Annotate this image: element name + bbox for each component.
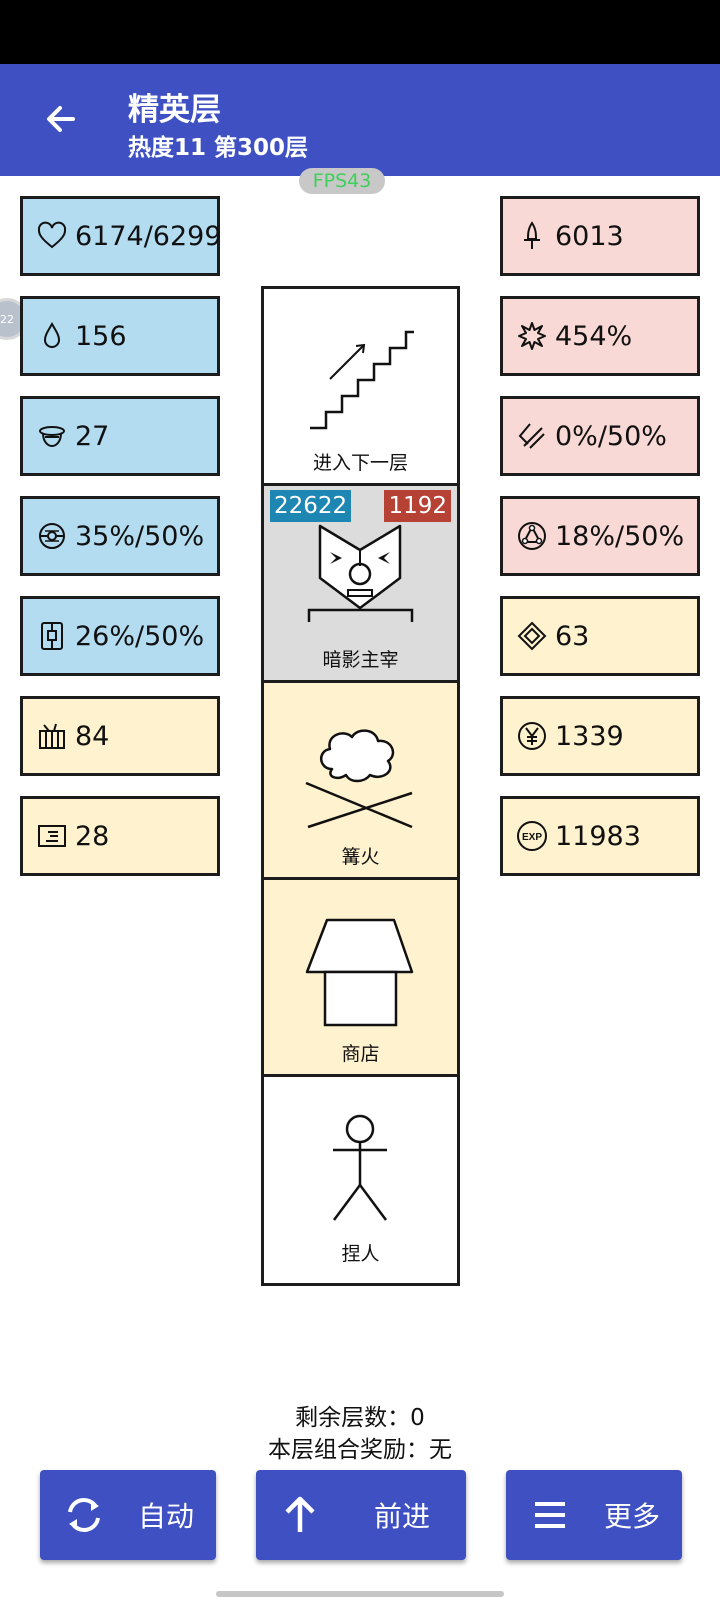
stat-value: 63 bbox=[555, 620, 590, 652]
armor-icon bbox=[35, 619, 69, 653]
scroll-icon bbox=[35, 819, 69, 853]
exp-icon: EXP bbox=[515, 819, 549, 853]
stat-basket[interactable]: 84 bbox=[20, 696, 220, 776]
tower-cell-enemy[interactable]: 22622 1192 暗影主宰 bbox=[264, 486, 457, 683]
enemy-hp-badge: 22622 bbox=[270, 490, 352, 522]
tower-cell-label: 商店 bbox=[341, 1043, 380, 1065]
stat-value: 156 bbox=[75, 320, 127, 352]
arrow-left-icon bbox=[47, 106, 75, 132]
stat-attack[interactable]: 6013 bbox=[500, 196, 700, 276]
heart-icon bbox=[35, 219, 69, 253]
stat-value: 26%/50% bbox=[75, 620, 205, 652]
tower-cell-label: 暗影主宰 bbox=[322, 649, 399, 671]
stat-value: 0%/50% bbox=[555, 420, 667, 452]
tower-cell-shop[interactable]: 商店 bbox=[264, 880, 457, 1077]
enemy-attack-badge: 1192 bbox=[384, 490, 451, 522]
stat-value: 27 bbox=[75, 420, 110, 452]
basket-icon bbox=[35, 719, 69, 753]
stat-value: 6174/6299 bbox=[75, 220, 222, 252]
menu-icon bbox=[526, 1491, 574, 1539]
forward-button-label: 前进 bbox=[373, 1500, 430, 1533]
more-button[interactable]: 更多 bbox=[506, 1470, 682, 1560]
stat-gold[interactable]: 1339 bbox=[500, 696, 700, 776]
shield-icon bbox=[35, 419, 69, 453]
auto-button[interactable]: 自动 bbox=[40, 1470, 216, 1560]
home-indicator[interactable] bbox=[216, 1591, 504, 1597]
app-bar: 精英层 热度11 第300层 bbox=[0, 64, 720, 176]
status-bar bbox=[0, 0, 720, 64]
campfire-icon bbox=[305, 729, 413, 829]
tower-cell-label: 篝火 bbox=[341, 846, 380, 868]
burst-icon bbox=[515, 319, 549, 353]
gem-icon bbox=[515, 619, 549, 653]
stat-pierce[interactable]: 0%/50% bbox=[500, 396, 700, 476]
combo-reward-text: 本层组合奖励：无 bbox=[268, 1437, 452, 1463]
auto-button-label: 自动 bbox=[137, 1500, 194, 1533]
remaining-floors-text: 剩余层数：0 bbox=[295, 1405, 425, 1431]
tower-column: 进入下一层 22622 1192 暗影主宰 篝火 商店 bbox=[261, 286, 460, 1286]
tower-cell-label: 捏人 bbox=[341, 1243, 380, 1265]
tower-cell-label: 进入下一层 bbox=[312, 452, 408, 474]
triad-icon bbox=[515, 519, 549, 553]
stat-crit-damage[interactable]: 454% bbox=[500, 296, 700, 376]
yen-icon bbox=[515, 719, 549, 753]
stat-mana[interactable]: 156 bbox=[20, 296, 220, 376]
stat-value: 454% bbox=[555, 320, 633, 352]
back-button[interactable] bbox=[36, 94, 86, 144]
stairs-icon bbox=[310, 330, 414, 430]
demon-mask-icon bbox=[307, 524, 414, 622]
fps-counter: FPS43 bbox=[299, 168, 385, 194]
dodge-icon bbox=[35, 519, 69, 553]
page-subtitle: 热度11 第300层 bbox=[128, 135, 309, 161]
tower-cell-character[interactable]: 捏人 bbox=[264, 1077, 457, 1274]
stat-value: 6013 bbox=[555, 220, 624, 252]
tower-cell-next-floor[interactable]: 进入下一层 bbox=[264, 289, 457, 486]
stat-dodge[interactable]: 35%/50% bbox=[20, 496, 220, 576]
tower-cell-campfire[interactable]: 篝火 bbox=[264, 683, 457, 880]
drop-icon bbox=[35, 319, 69, 353]
refresh-icon bbox=[60, 1491, 108, 1539]
shop-icon bbox=[305, 918, 414, 1027]
stat-value: 1339 bbox=[555, 720, 624, 752]
forward-button[interactable]: 前进 bbox=[256, 1470, 466, 1560]
stat-defense[interactable]: 27 bbox=[20, 396, 220, 476]
stat-block[interactable]: 26%/50% bbox=[20, 596, 220, 676]
more-button-label: 更多 bbox=[603, 1500, 660, 1533]
stat-crit-rate[interactable]: 18%/50% bbox=[500, 496, 700, 576]
stat-gem[interactable]: 63 bbox=[500, 596, 700, 676]
stat-exp[interactable]: EXP 11983 bbox=[500, 796, 700, 876]
stat-value: 18%/50% bbox=[555, 520, 685, 552]
stat-value: 35%/50% bbox=[75, 520, 205, 552]
page-title: 精英层 bbox=[128, 92, 221, 128]
arrow-up-icon bbox=[276, 1491, 324, 1539]
stat-hp[interactable]: 6174/6299 bbox=[20, 196, 222, 276]
stat-value: 84 bbox=[75, 720, 110, 752]
stat-value: 11983 bbox=[555, 820, 641, 852]
person-icon bbox=[332, 1114, 388, 1221]
stat-scroll[interactable]: 28 bbox=[20, 796, 220, 876]
svg-text:EXP: EXP bbox=[522, 832, 542, 843]
sword-icon bbox=[515, 219, 549, 253]
stat-value: 28 bbox=[75, 820, 110, 852]
pierce-icon bbox=[515, 419, 549, 453]
